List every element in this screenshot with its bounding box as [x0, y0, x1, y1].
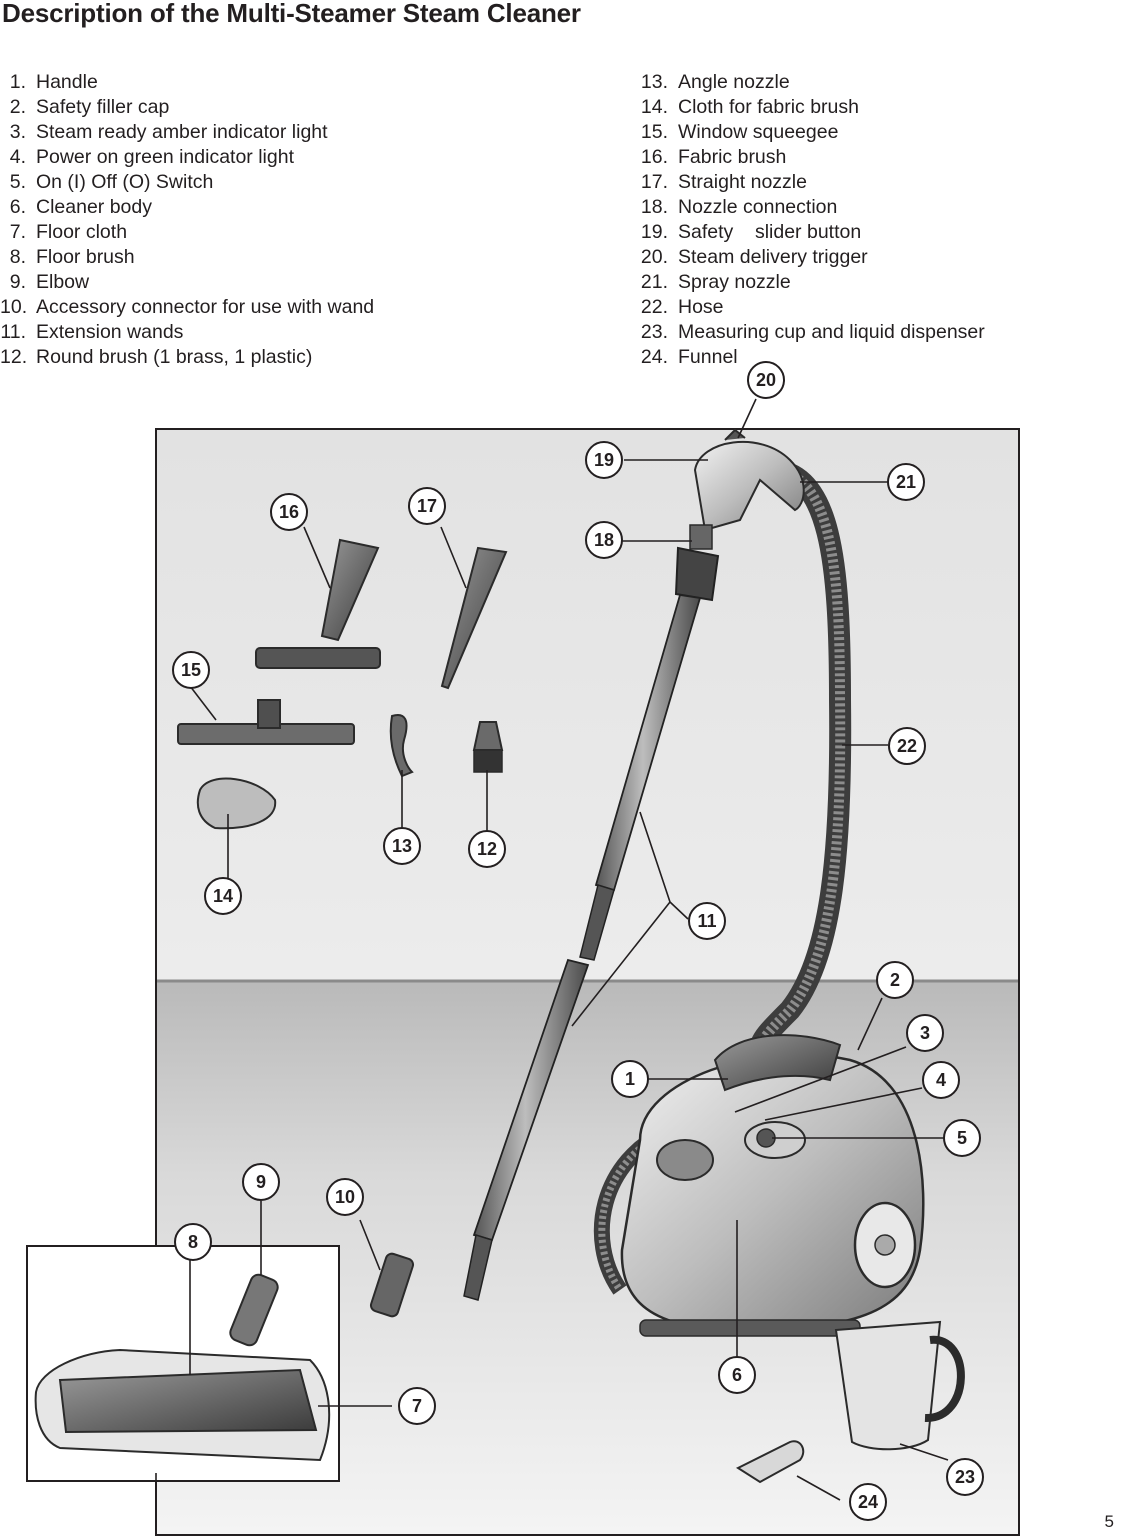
list-item: 1.Handle	[9, 71, 98, 93]
list-item: 8.Floor brush	[9, 246, 135, 268]
extension-wands-illustration	[463, 546, 720, 1301]
callout-13: 13	[383, 827, 421, 865]
callout-16: 16	[270, 493, 308, 531]
list-item: 20.Steam delivery trigger	[640, 246, 868, 268]
list-item: 6.Cleaner body	[9, 196, 152, 218]
callout-20: 20	[747, 361, 785, 399]
svg-text:15: 15	[181, 660, 201, 680]
list-item: 22.Hose	[640, 296, 724, 318]
page-number: 5	[1104, 1512, 1114, 1531]
svg-text:22: 22	[897, 736, 917, 756]
callout-9: 9	[242, 1163, 280, 1201]
list-item: 23.Measuring cup and liquid dispenser	[640, 321, 985, 343]
svg-text:19: 19	[594, 450, 614, 470]
svg-text:14: 14	[213, 886, 233, 906]
list-item: 15.Window squeegee	[640, 121, 839, 143]
svg-text:7: 7	[412, 1396, 422, 1416]
list-item: 3.Steam ready amber indicator light	[9, 121, 328, 143]
svg-text:23: 23	[955, 1467, 975, 1487]
callout-19: 19	[585, 441, 623, 479]
leader-lines	[155, 398, 949, 1535]
callout-24: 24	[849, 1483, 887, 1521]
cleaner-body-illustration	[620, 1034, 925, 1337]
svg-text:3: 3	[920, 1023, 930, 1043]
round-brush-illustration	[472, 721, 504, 773]
window-squeegee-illustration	[177, 699, 355, 745]
svg-text:8: 8	[188, 1232, 198, 1252]
list-item: 17.Straight nozzle	[640, 171, 807, 193]
callout-11: 11	[688, 902, 726, 940]
callout-3: 3	[906, 1014, 944, 1052]
angle-nozzle-illustration	[389, 714, 414, 778]
page-title: Description of the Multi-Steamer Steam C…	[2, 0, 581, 28]
list-item: 4.Power on green indicator light	[9, 146, 294, 168]
svg-text:4: 4	[936, 1070, 946, 1090]
handle-gun-illustration	[689, 428, 805, 550]
svg-text:12: 12	[477, 839, 497, 859]
callout-2: 2	[876, 961, 914, 999]
list-item: 18.Nozzle connection	[640, 196, 838, 218]
fabric-brush-illustration	[255, 538, 381, 669]
callout-4: 4	[922, 1061, 960, 1099]
callout-1: 1	[611, 1060, 649, 1098]
list-item: 11.Extension wands	[0, 321, 184, 343]
svg-text:11: 11	[697, 911, 716, 931]
list-item: 9.Elbow	[9, 271, 90, 293]
svg-text:24: 24	[858, 1492, 878, 1512]
callout-23: 23	[946, 1458, 984, 1496]
list-item: 12.Round brush (1 brass, 1 plastic)	[0, 346, 313, 368]
callout-22: 22	[888, 727, 926, 765]
list-item: 7.Floor cloth	[9, 221, 128, 243]
fabric-cloth-illustration	[196, 777, 277, 830]
svg-text:9: 9	[256, 1172, 266, 1192]
callout-15: 15	[172, 651, 210, 689]
list-item: 19.Safety slider button	[640, 221, 862, 243]
list-item: 2.Safety filler cap	[9, 96, 170, 118]
svg-text:16: 16	[279, 502, 299, 522]
callout-7: 7	[398, 1387, 436, 1425]
callout-18: 18	[585, 521, 623, 559]
list-item: 16.Fabric brush	[640, 146, 787, 168]
funnel-illustration	[735, 1440, 805, 1484]
svg-text:17: 17	[417, 496, 437, 516]
callout-10: 10	[326, 1178, 364, 1216]
svg-text:5: 5	[957, 1128, 967, 1148]
list-item: 21.Spray nozzle	[640, 271, 791, 293]
list-item: 10.Accessory connector for use with wand	[0, 296, 375, 318]
svg-text:20: 20	[756, 370, 776, 390]
list-item: 13.Angle nozzle	[640, 71, 790, 93]
svg-text:18: 18	[594, 530, 614, 550]
svg-text:21: 21	[896, 472, 916, 492]
svg-text:2: 2	[890, 970, 900, 990]
list-item: 5.On (I) Off (O) Switch	[9, 171, 214, 193]
svg-text:13: 13	[392, 836, 412, 856]
callout-6: 6	[718, 1356, 756, 1394]
list-item: 14.Cloth for fabric brush	[640, 96, 859, 118]
straight-nozzle-illustration	[440, 546, 508, 690]
measuring-cup-illustration	[834, 1320, 965, 1451]
svg-text:6: 6	[732, 1365, 742, 1385]
floor-brush-illustration	[34, 1273, 331, 1462]
callout-14: 14	[204, 877, 242, 915]
svg-text:1: 1	[625, 1069, 635, 1089]
callout-5: 5	[943, 1119, 981, 1157]
parts-list-left: 1.Handle 2.Safety filler cap 3.Steam rea…	[0, 70, 374, 370]
callout-17: 17	[408, 487, 446, 525]
parts-list-right: 13.Angle nozzle 14.Cloth for fabric brus…	[638, 70, 985, 370]
svg-text:10: 10	[335, 1187, 355, 1207]
callout-8: 8	[174, 1223, 212, 1261]
list-item: 24.Funnel	[640, 346, 738, 368]
callout-21: 21	[887, 463, 925, 501]
callout-12: 12	[468, 830, 506, 868]
accessory-connector-illustration	[369, 1252, 415, 1318]
